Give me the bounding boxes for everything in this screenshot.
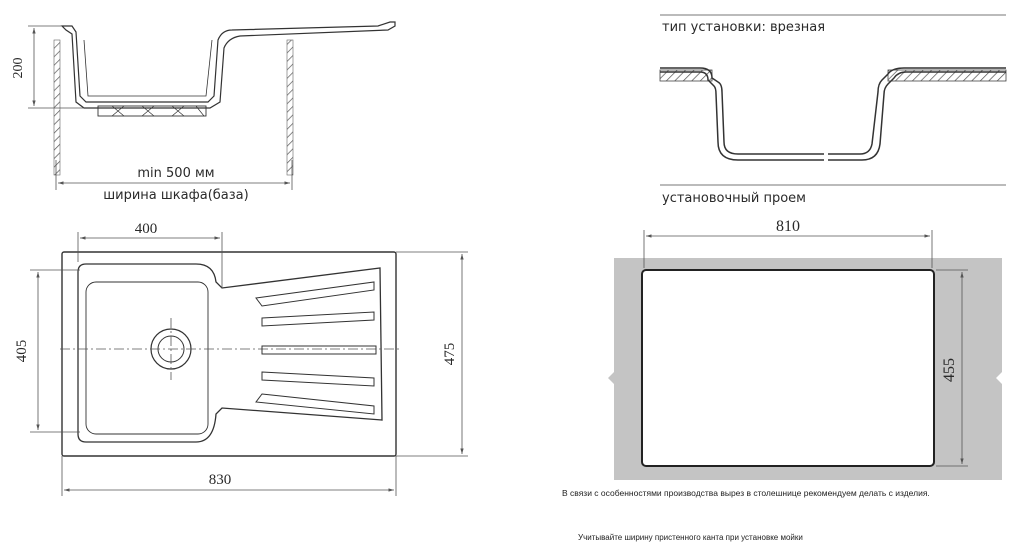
total-width-label: 830 <box>209 472 232 488</box>
bowl-width-label: 400 <box>135 221 158 237</box>
sink-section-right <box>828 67 1006 161</box>
drainer-groove <box>261 311 375 327</box>
bowl-outline <box>77 263 383 443</box>
drainer-groove <box>261 371 375 387</box>
cabinet-wall-left <box>53 39 61 176</box>
sink-side-profile <box>60 21 396 109</box>
sink-section-left <box>660 67 824 161</box>
min-width-label: min 500 мм <box>137 166 214 181</box>
side-depth-label: 200 <box>11 58 26 79</box>
opening-label: установочный проем <box>662 191 806 206</box>
cutout-width-label: 810 <box>776 218 800 235</box>
countertop-right <box>887 69 1007 82</box>
bowl-length-label: 405 <box>14 340 30 363</box>
cutout-depth-label: 455 <box>941 358 958 382</box>
drainer-groove <box>261 345 377 355</box>
install-type-section: тип установки: врезная установочный прое… <box>659 14 1007 206</box>
side-view: 200 min 500 мм ширина шкафа(база) <box>11 21 396 203</box>
cabinet-width-label: ширина шкафа(база) <box>103 188 248 203</box>
install-type-label: тип установки: врезная <box>662 20 825 35</box>
sink-outline <box>61 251 397 457</box>
cutout-opening <box>641 269 935 467</box>
total-depth-label: 475 <box>442 343 458 366</box>
edge-note: Учитывайте ширину пристенного канта при … <box>578 533 803 542</box>
top-view: 400 405 830 475 <box>14 221 468 496</box>
drainer-groove <box>255 393 375 415</box>
cabinet-wall-right <box>286 39 294 176</box>
drainer-groove <box>255 281 375 307</box>
bowl-inner <box>85 281 209 435</box>
cutout-note: В связи с особенностями производства выр… <box>562 488 930 498</box>
cutout-section: 810 455 <box>608 218 1002 480</box>
